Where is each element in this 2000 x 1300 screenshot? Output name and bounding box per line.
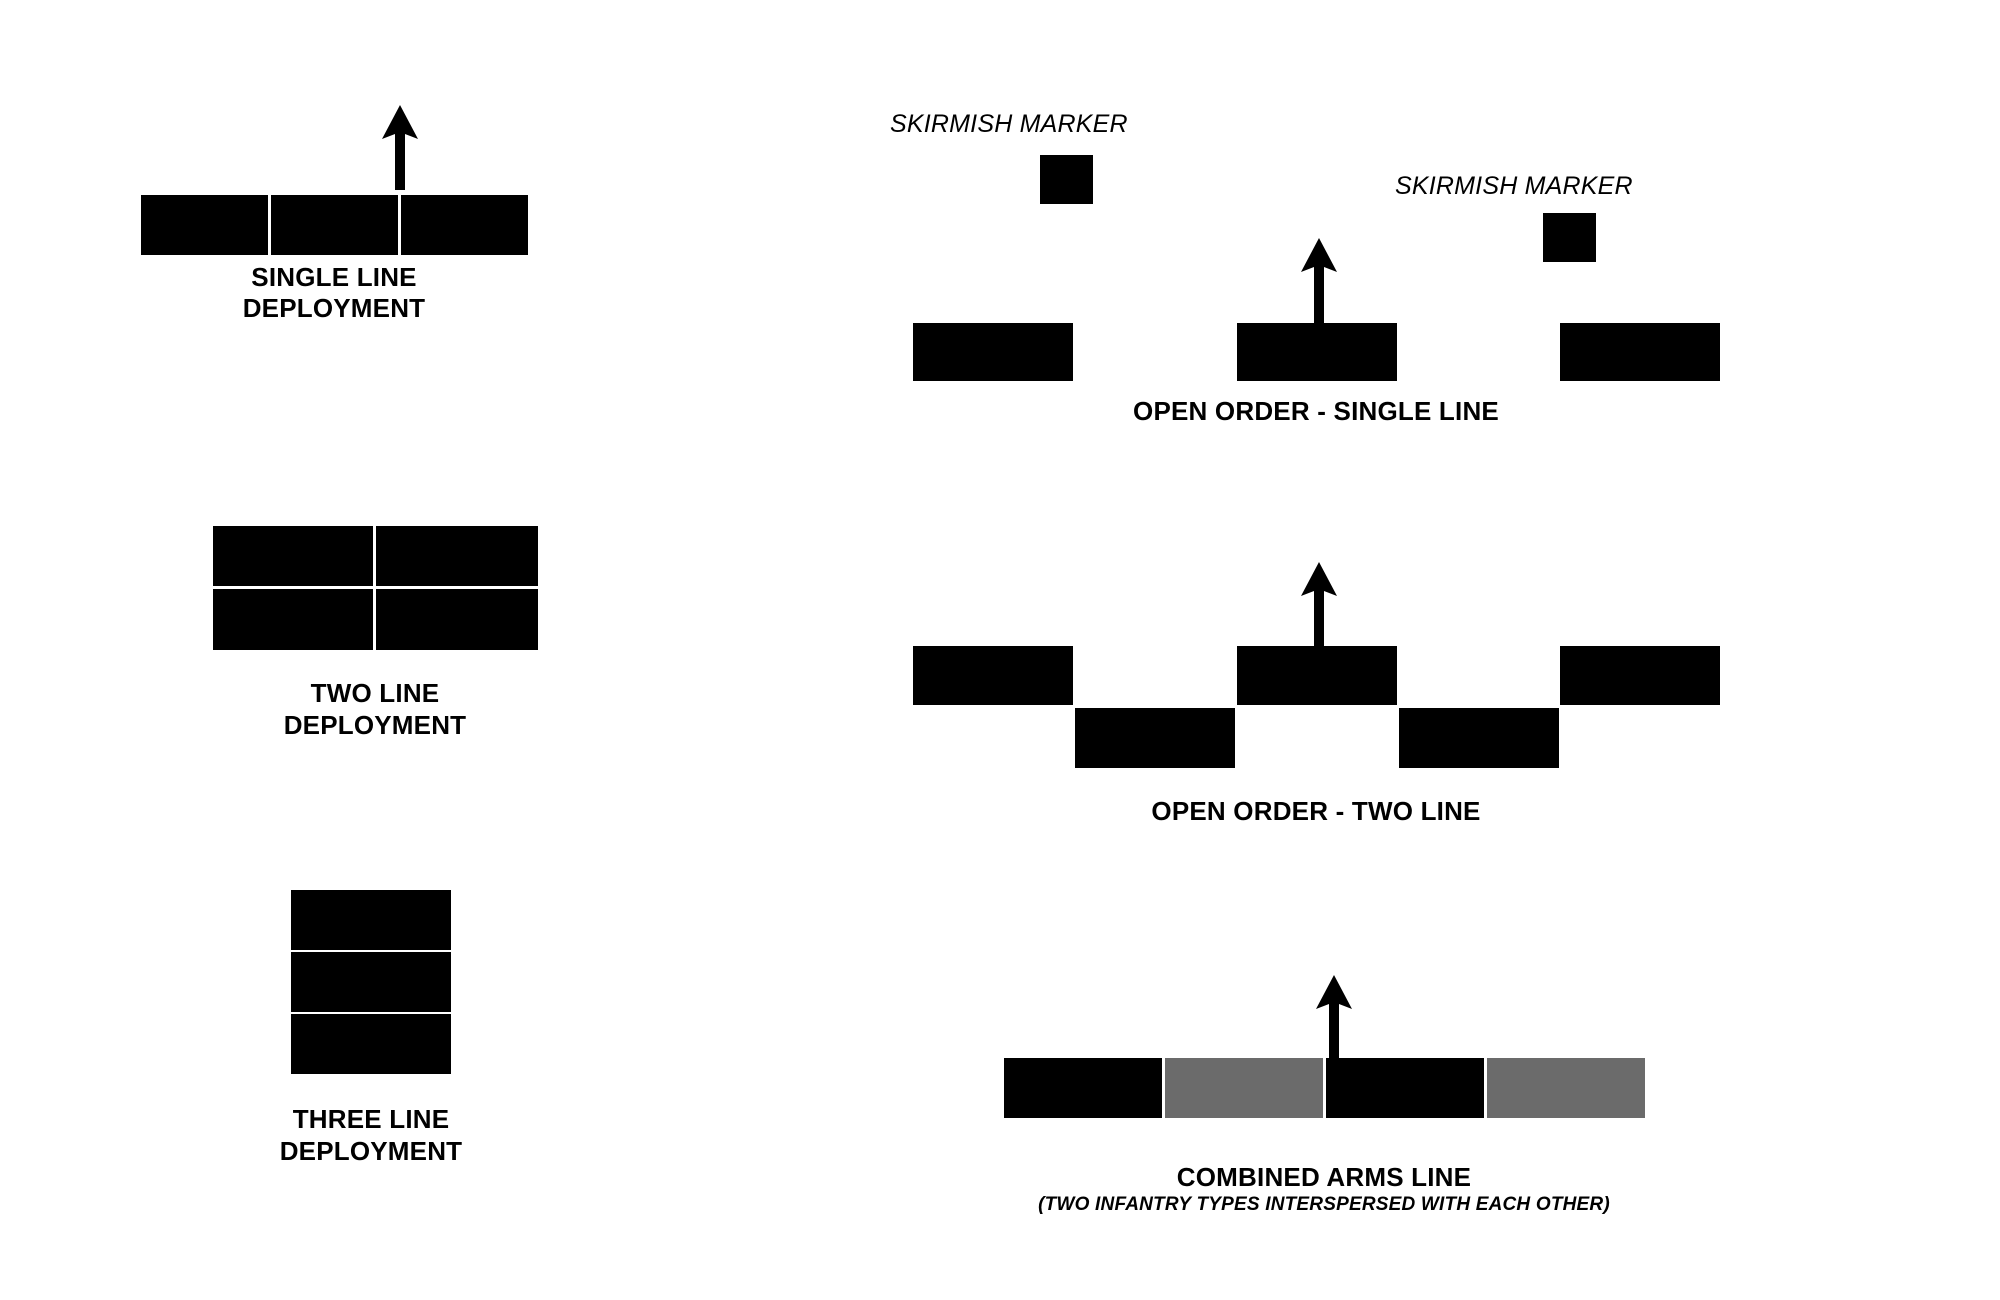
facing-arrow-up-icon <box>378 105 422 190</box>
unit-block <box>376 526 538 586</box>
facing-arrow-up-icon <box>1297 238 1341 323</box>
skirmish-marker-block <box>1543 213 1596 262</box>
three-line-deployment-label-line2: DEPLOYMENT <box>279 1136 463 1166</box>
open-order-two-line-label: OPEN ORDER - TWO LINE <box>1151 796 1481 826</box>
combined-arms-line-label: COMBINED ARMS LINE <box>1176 1162 1472 1192</box>
unit-block <box>913 323 1073 381</box>
unit-block <box>213 526 373 586</box>
unit-block <box>291 952 451 1012</box>
two-line-deployment-label-line2: DEPLOYMENT <box>283 710 467 740</box>
unit-block <box>291 1014 451 1074</box>
unit-block <box>141 195 268 255</box>
skirmish-marker-label-1: SKIRMISH MARKER <box>890 110 1128 138</box>
open-order-single-line-label: OPEN ORDER - SINGLE LINE <box>1133 396 1499 426</box>
unit-block-type-a <box>1004 1058 1162 1118</box>
unit-block <box>913 646 1073 705</box>
skirmish-marker-label-2: SKIRMISH MARKER <box>1395 172 1633 200</box>
facing-arrow-up-icon <box>1297 562 1341 647</box>
skirmish-marker-block <box>1040 155 1093 204</box>
single-line-deployment-label-line1: SINGLE LINE <box>251 262 417 292</box>
single-line-deployment-group: SINGLE LINE DEPLOYMENT <box>0 0 660 340</box>
combined-arms-line-subcaption: (TWO INFANTRY TYPES INTERSPERSED WITH EA… <box>1038 1194 1610 1215</box>
unit-block-type-b <box>1487 1058 1645 1118</box>
unit-block <box>1075 708 1235 768</box>
unit-block <box>401 195 528 255</box>
unit-block <box>1399 708 1559 768</box>
unit-block <box>376 589 538 650</box>
facing-arrow-up-icon <box>1312 975 1356 1060</box>
single-line-deployment-label-line2: DEPLOYMENT <box>242 293 426 323</box>
unit-block-type-b <box>1165 1058 1323 1118</box>
unit-block <box>271 195 398 255</box>
unit-block <box>1560 646 1720 705</box>
three-line-deployment-label-line1: THREE LINE <box>292 1104 450 1134</box>
unit-block <box>1560 323 1720 381</box>
two-line-deployment-label-line1: TWO LINE <box>310 678 440 708</box>
unit-block <box>1237 323 1397 381</box>
unit-block <box>213 589 373 650</box>
unit-block <box>291 890 451 950</box>
unit-block-type-a <box>1326 1058 1484 1118</box>
unit-block <box>1237 646 1397 705</box>
